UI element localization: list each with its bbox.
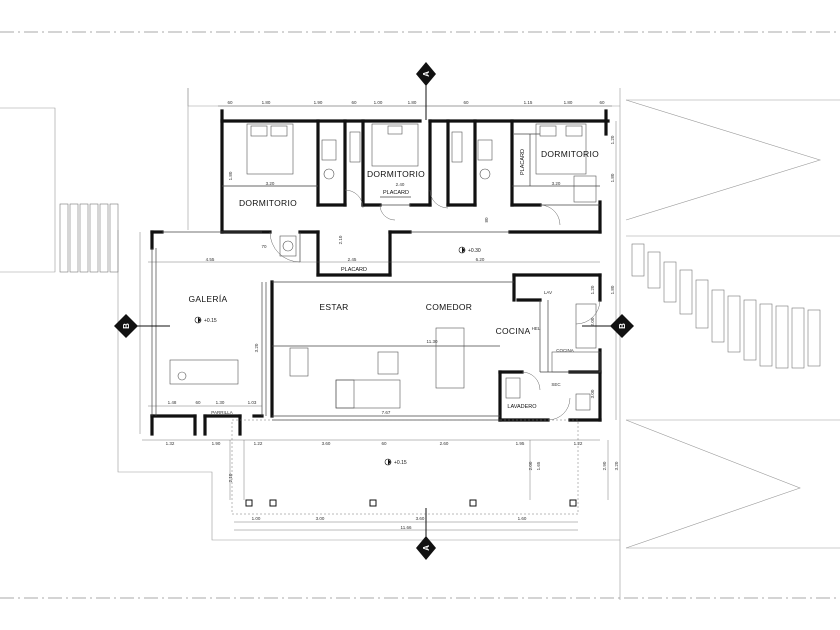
dimension-top-row: 60 1.80 1.90 60 1.00 1.80 60 1.15 1.80 6… xyxy=(227,100,605,105)
svg-text:3.00: 3.00 xyxy=(590,389,595,398)
svg-text:B: B xyxy=(122,323,131,329)
section-marker-left: B xyxy=(114,314,138,338)
svg-text:1.22: 1.22 xyxy=(254,441,263,446)
svg-text:+0.15: +0.15 xyxy=(204,318,217,324)
svg-text:4.55: 4.55 xyxy=(206,257,215,262)
room-label-cocina: COCINA xyxy=(496,326,531,336)
svg-text:A: A xyxy=(422,71,431,77)
svg-text:1.80: 1.80 xyxy=(610,285,615,294)
svg-text:3.20: 3.20 xyxy=(254,343,259,352)
svg-text:3.60: 3.60 xyxy=(416,516,425,521)
room-label-comedor: COMEDOR xyxy=(426,302,473,312)
level-marker-hall: +0.30 xyxy=(458,246,481,254)
svg-text:3.20: 3.20 xyxy=(614,461,619,470)
svg-text:1.00: 1.00 xyxy=(252,516,261,521)
section-marker-top: A xyxy=(416,62,436,86)
svg-text:60: 60 xyxy=(599,100,605,105)
svg-text:11.30: 11.30 xyxy=(427,339,438,344)
svg-text:2.10: 2.10 xyxy=(228,473,233,482)
room-label-lavadero: LAVADERO xyxy=(507,404,537,410)
svg-text:60: 60 xyxy=(351,100,357,105)
level-marker-porch: +0.15 xyxy=(384,458,407,466)
svg-text:2.00: 2.00 xyxy=(590,317,595,326)
svg-text:1.20: 1.20 xyxy=(590,285,595,294)
svg-text:1.48: 1.48 xyxy=(168,400,177,405)
svg-text:2.60: 2.60 xyxy=(440,441,449,446)
svg-text:1.80: 1.80 xyxy=(408,100,417,105)
room-label-dormitorio-2: DORMITORIO xyxy=(367,169,425,179)
dimension-lines xyxy=(139,105,617,531)
svg-text:1.80: 1.80 xyxy=(564,100,573,105)
dimension-porch: 1.00 3.00 3.60 1.60 11.66 xyxy=(252,516,527,530)
porch-columns xyxy=(245,499,577,507)
svg-text:2.90: 2.90 xyxy=(602,461,607,470)
dimension-right-vertical: 1.20 1.80 1.80 2.90 3.20 xyxy=(602,135,619,470)
svg-text:60: 60 xyxy=(463,100,469,105)
svg-text:2.10: 2.10 xyxy=(338,235,343,244)
svg-text:+0.30: +0.30 xyxy=(468,248,481,254)
svg-text:1.20: 1.20 xyxy=(610,135,615,144)
svg-text:A: A xyxy=(422,545,431,551)
svg-text:3.20: 3.20 xyxy=(266,181,275,186)
svg-text:80: 80 xyxy=(484,217,489,223)
svg-text:B: B xyxy=(618,323,627,329)
svg-text:60: 60 xyxy=(381,441,387,446)
porch-outline xyxy=(231,419,579,515)
dimension-left-parts: 1.48 60 1.30 1.03 xyxy=(168,400,257,405)
label-heladera: HEL xyxy=(532,326,541,331)
label-sec: SEC xyxy=(551,382,561,387)
site-boundary xyxy=(0,88,840,600)
dimension-bottom-row: 1.32 1.90 1.22 3.60 60 2.60 1.95 1.22 xyxy=(166,441,583,446)
room-label-dormitorio-3: DORMITORIO xyxy=(541,149,599,159)
svg-text:1.60: 1.60 xyxy=(518,516,527,521)
left-steps xyxy=(59,203,119,273)
svg-text:7.67: 7.67 xyxy=(382,410,391,415)
svg-text:1.32: 1.32 xyxy=(166,441,175,446)
guide-lines xyxy=(0,31,840,599)
svg-text:2.45: 2.45 xyxy=(348,257,357,262)
label-placard-3: PLACARD xyxy=(520,149,526,175)
svg-text:3.00: 3.00 xyxy=(316,516,325,521)
svg-text:60: 60 xyxy=(195,400,201,405)
furniture xyxy=(169,123,601,411)
svg-text:1.80: 1.80 xyxy=(610,173,615,182)
section-marker-right: B xyxy=(610,314,634,338)
room-label-galeria: GALERÍA xyxy=(189,294,228,304)
svg-text:1.00: 1.00 xyxy=(374,100,383,105)
svg-text:+0.15: +0.15 xyxy=(394,460,407,466)
room-label-estar: ESTAR xyxy=(319,302,348,312)
section-marker-bottom: A xyxy=(416,536,436,560)
svg-text:1.95: 1.95 xyxy=(516,441,525,446)
svg-text:3.60: 3.60 xyxy=(322,441,331,446)
svg-text:1.15: 1.15 xyxy=(524,100,533,105)
svg-text:1.90: 1.90 xyxy=(314,100,323,105)
svg-text:60: 60 xyxy=(227,100,233,105)
svg-text:1.80: 1.80 xyxy=(262,100,271,105)
svg-text:2.00: 2.00 xyxy=(528,461,533,470)
svg-text:1.30: 1.30 xyxy=(216,400,225,405)
label-parrilla: PARRILLA xyxy=(211,410,232,415)
dimension-misc: 2.10 2.00 1.65 1.20 2.00 3.00 70 2.10 80 xyxy=(228,217,595,482)
right-stepping-stones xyxy=(631,243,821,369)
svg-text:11.66: 11.66 xyxy=(401,525,412,530)
svg-text:1.90: 1.90 xyxy=(212,441,221,446)
door-swings xyxy=(269,189,601,421)
label-placard-1: PLACARD xyxy=(383,190,409,196)
svg-text:2.40: 2.40 xyxy=(396,182,405,187)
svg-text:6.20: 6.20 xyxy=(476,257,485,262)
svg-text:70: 70 xyxy=(261,244,267,249)
svg-text:1.65: 1.65 xyxy=(536,461,541,470)
label-lav: LAV xyxy=(544,290,552,295)
svg-text:3.20: 3.20 xyxy=(552,181,561,186)
room-label-dormitorio-1: DORMITORIO xyxy=(239,198,297,208)
svg-text:1.80: 1.80 xyxy=(228,171,233,180)
dimension-interior: 3.20 2.40 3.20 1.80 4.55 2.45 6.20 3.20 … xyxy=(206,171,561,415)
label-placard-2: PLACARD xyxy=(341,267,367,273)
level-marker-galeria: +0.15 xyxy=(194,316,217,324)
label-cocina-fixture: COCINA xyxy=(556,348,574,353)
svg-text:1.03: 1.03 xyxy=(248,400,257,405)
svg-text:1.22: 1.22 xyxy=(574,441,583,446)
